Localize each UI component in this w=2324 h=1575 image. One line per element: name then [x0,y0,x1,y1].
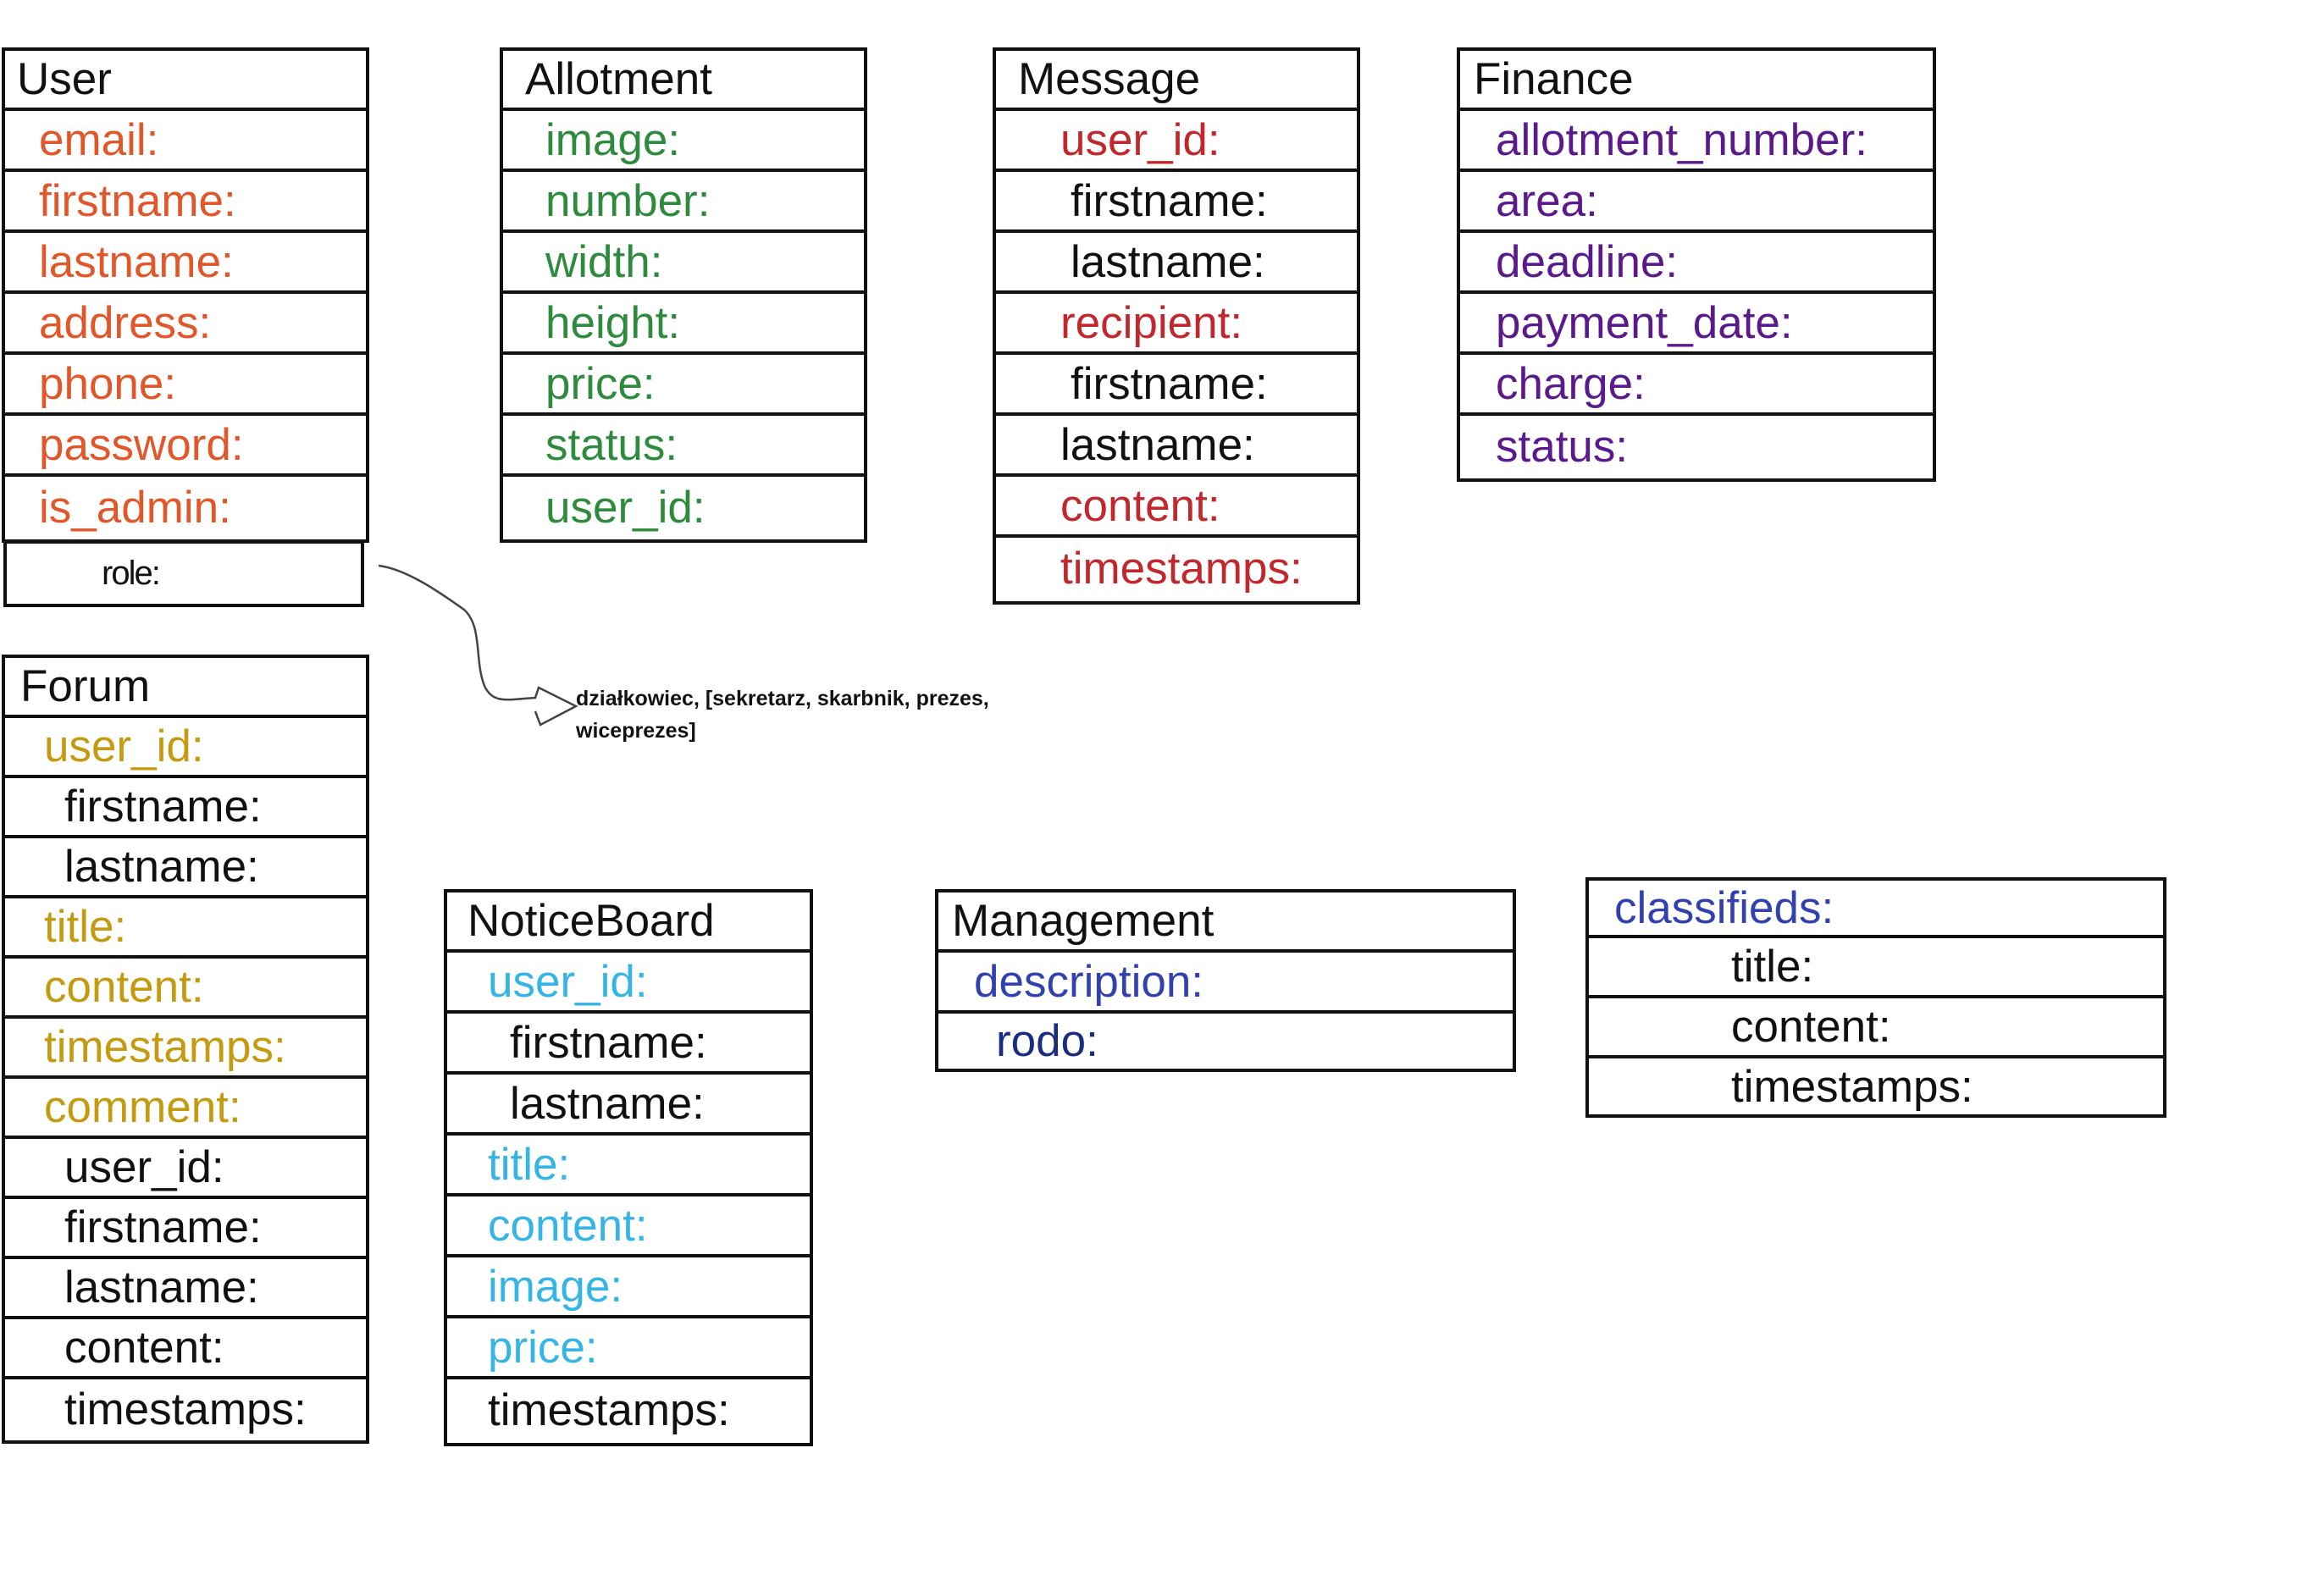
field-timestamps: timestamps: [5,1019,366,1079]
field-recipient: recipient: [996,294,1357,355]
field-comment-timestamps: timestamps: [64,1384,307,1434]
entity-title: Allotment [503,51,864,111]
field-content: content: [1589,998,2163,1058]
entity-title-classifieds: classifieds: [1589,881,2163,938]
role-note: działkowiec, [sekretarz, skarbnik, preze… [576,682,989,747]
field-payment-date: payment_date: [1460,294,1933,355]
field-firstname: firstname: [996,172,1357,233]
field-timestamps: timestamps: [1731,1061,1973,1112]
field-firstname: firstname: [5,172,366,233]
field-lastname: lastname: [5,233,366,294]
field-is-admin: is_admin: [39,482,231,533]
field-firstname: firstname: [447,1014,810,1075]
field-deadline: deadline: [1460,233,1933,294]
field-comment-user-id: user_id: [5,1139,366,1199]
field-title: title: [447,1136,810,1196]
field-width: width: [503,233,864,294]
entity-title: User [5,51,366,111]
field-recipient-lastname: lastname: [996,416,1357,477]
entity-title: Message [996,51,1357,111]
field-lastname: lastname: [5,838,366,898]
entity-title: NoticeBoard [447,892,810,953]
field-phone: phone: [5,355,366,416]
field-comment-content: content: [5,1319,366,1379]
field-lastname: lastname: [447,1075,810,1136]
entity-message: Message user_id: firstname: lastname: re… [993,47,1360,605]
field-rodo: rodo: [996,1016,1098,1066]
field-status: status: [503,416,864,477]
field-title: title: [5,898,366,959]
entity-forum: Forum user_id: firstname: lastname: titl… [2,655,369,1444]
field-role-label: role: [102,555,161,592]
field-role: role: [3,541,364,607]
field-user-id: user_id: [545,482,706,533]
field-comment-lastname: lastname: [5,1259,366,1319]
field-description: description: [938,953,1513,1014]
field-allotment-number: allotment_number: [1460,111,1933,172]
field-password: password: [5,416,366,477]
field-status: status: [1496,421,1629,472]
entity-title: Finance [1460,51,1933,111]
field-area: area: [1460,172,1933,233]
entity-user: User email: firstname: lastname: address… [2,47,369,543]
entity-title: Forum [5,658,366,718]
entity-classifieds: classifieds: title: content: timestamps: [1585,877,2166,1118]
entity-management: Management description: rodo: [935,889,1516,1072]
field-timestamps: timestamps: [1060,543,1303,594]
field-content: content: [5,959,366,1019]
field-user-id: user_id: [996,111,1357,172]
field-price: price: [503,355,864,416]
field-number: number: [503,172,864,233]
field-title: title: [1589,938,2163,998]
field-image: image: [447,1257,810,1318]
field-email: email: [5,111,366,172]
entity-finance: Finance allotment_number: area: deadline… [1457,47,1936,482]
field-content: content: [447,1196,810,1257]
field-height: height: [503,294,864,355]
entity-noticeboard: NoticeBoard user_id: firstname: lastname… [444,889,813,1446]
field-recipient-firstname: firstname: [996,355,1357,416]
role-note-line2: wiceprezes] [576,719,696,743]
field-price: price: [447,1318,810,1379]
field-comment: comment: [5,1079,366,1139]
field-charge: charge: [1460,355,1933,416]
field-user-id: user_id: [5,718,366,778]
field-comment-firstname: firstname: [5,1199,366,1259]
field-content: content: [996,477,1357,538]
entity-title: Management [938,892,1513,953]
field-firstname: firstname: [5,778,366,838]
role-note-line1: działkowiec, [sekretarz, skarbnik, preze… [576,687,989,710]
field-image: image: [503,111,864,172]
field-address: address: [5,294,366,355]
field-lastname: lastname: [996,233,1357,294]
field-timestamps: timestamps: [488,1384,730,1435]
field-user-id: user_id: [447,953,810,1014]
entity-allotment: Allotment image: number: width: height: … [500,47,867,543]
